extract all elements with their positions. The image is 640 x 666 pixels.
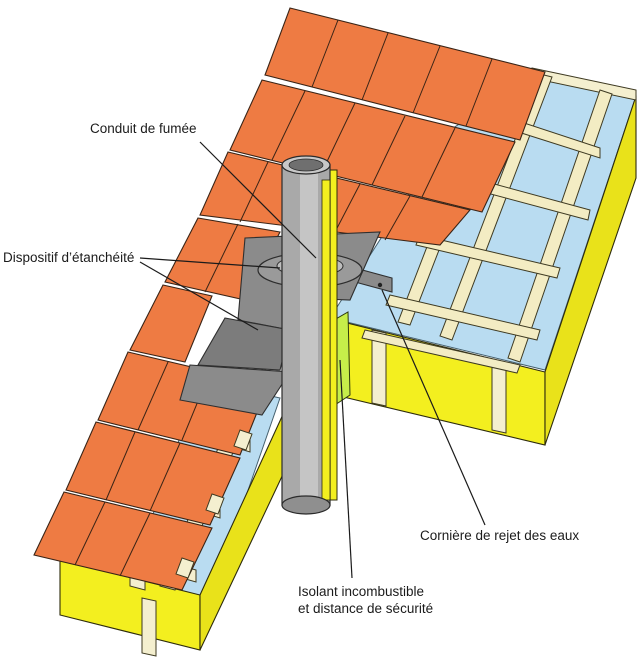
label-sealing-device: Dispositif d’étanchéité — [3, 250, 134, 265]
leader-flue — [199, 141, 317, 259]
label-insulation-line2: et distance de sécurité — [298, 601, 433, 616]
tile-clip-2 — [205, 493, 225, 515]
lath-5 — [361, 329, 521, 374]
tile-row-8 — [33, 491, 213, 591]
flue-pipe — [281, 155, 351, 515]
tile-row-2 — [229, 79, 516, 213]
pipe-highlight — [300, 165, 318, 505]
tile-row-1 — [264, 7, 546, 141]
tile-clip-3 — [175, 557, 195, 579]
annotations: Conduit de fumée Dispositif d’étanchéité… — [3, 121, 579, 616]
right-roof-section — [329, 67, 637, 446]
leader-insulation — [339, 359, 353, 579]
flashing-apron — [179, 364, 291, 416]
tile-row-5 — [129, 284, 213, 363]
tile-row-7 — [65, 421, 241, 526]
rafter-front-1 — [371, 329, 387, 407]
leader-sealing-2 — [139, 261, 259, 331]
pipe-bottom-cut — [281, 495, 331, 515]
roof-tiles — [33, 7, 546, 591]
angle-screw — [377, 282, 383, 288]
rafter-front-2 — [491, 359, 507, 434]
rafter-left-front — [141, 597, 157, 657]
flashing-middle — [197, 317, 291, 371]
leader-sealing-1 — [139, 257, 281, 269]
label-insulation-line1: Isolant incombustible — [298, 584, 424, 599]
tile-clip-1 — [233, 429, 253, 451]
pipe-insulation-strip — [321, 179, 331, 501]
insulation-right-end — [544, 95, 637, 446]
leader-water-angle — [381, 289, 486, 526]
label-water-angle: Cornière de rejet des eaux — [420, 528, 579, 543]
pipe-top-opening — [288, 158, 324, 172]
label-flue: Conduit de fumée — [90, 121, 197, 136]
